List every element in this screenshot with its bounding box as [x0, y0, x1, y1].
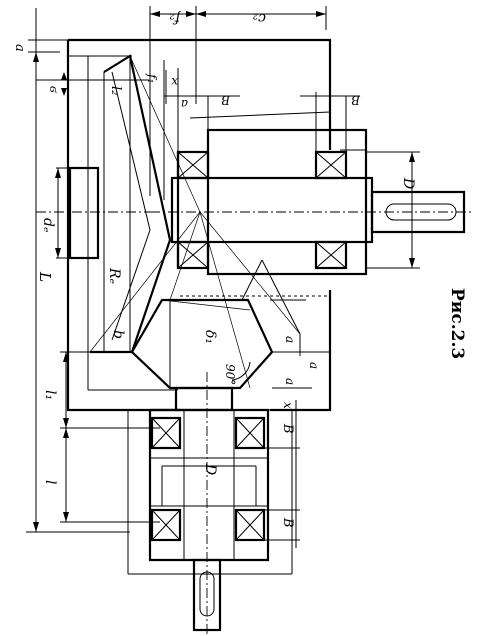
gear-hub: dₑ — [40, 166, 100, 260]
label-d-e: dₑ — [40, 218, 56, 232]
label-delta-e: ϭ — [46, 86, 61, 93]
dimension-f2-c2: f₂ c₂ — [149, 6, 327, 104]
label-l-L: l — [42, 480, 58, 484]
label-x: x — [281, 402, 295, 409]
bearing-lower-left — [176, 240, 210, 270]
figure-caption: Рис.2.3 — [447, 288, 467, 359]
label-D-right: D — [400, 177, 416, 189]
dimension-D-right: D — [366, 151, 420, 269]
label-a-top-right: a — [181, 97, 188, 111]
label-a-mid: a — [283, 336, 297, 343]
label-B-top-left: B — [221, 93, 231, 107]
dimension-l1-lL: l₁ b l — [42, 351, 160, 523]
label-B-low: B — [280, 423, 295, 434]
label-R-e: Rₑ — [106, 267, 122, 284]
bearing-bottom-lower-left — [150, 508, 182, 542]
label-B-bottom: B — [280, 517, 295, 528]
label-90deg: 90° — [223, 364, 237, 385]
dimension-delta-e: ϭ — [36, 72, 106, 96]
label-a-low: a — [283, 378, 297, 385]
label-delta-small: a — [307, 362, 321, 369]
label-B-top-right: B — [351, 93, 361, 107]
dimension-pinion-a: a a a — [270, 299, 330, 389]
dimension-top-bearing: B B x a — [164, 68, 361, 152]
label-f2: f₂ — [169, 10, 181, 26]
label-D-lower: D — [202, 463, 218, 475]
label-L: L — [36, 271, 54, 282]
dimension-f1: f₁ — [145, 56, 165, 200]
label-delta1: δ₁ — [202, 330, 218, 344]
housing — [66, 38, 332, 412]
label-x-top: x — [171, 75, 178, 89]
label-c2: c₂ — [252, 10, 266, 26]
bearing-bottom-upper-right — [234, 416, 266, 450]
label-l2: l₂ — [108, 86, 123, 95]
dimension-l2: l₂ — [106, 79, 148, 95]
bearing-upper-right — [314, 150, 348, 180]
bearing-bottom-lower-right — [234, 508, 266, 542]
label-f1: f₁ — [145, 73, 159, 83]
dimension-bottom-bearings: x B B — [264, 400, 300, 548]
label-b: b — [110, 330, 126, 339]
label-a-top: a — [12, 44, 27, 52]
bearing-upper-left — [176, 150, 210, 180]
bearing-lower-right — [314, 240, 348, 270]
label-l1: l₁ — [42, 390, 58, 400]
vertical-shaft — [127, 372, 293, 634]
bevel-wheel — [89, 54, 201, 354]
bearing-bottom-upper-left — [150, 416, 182, 450]
